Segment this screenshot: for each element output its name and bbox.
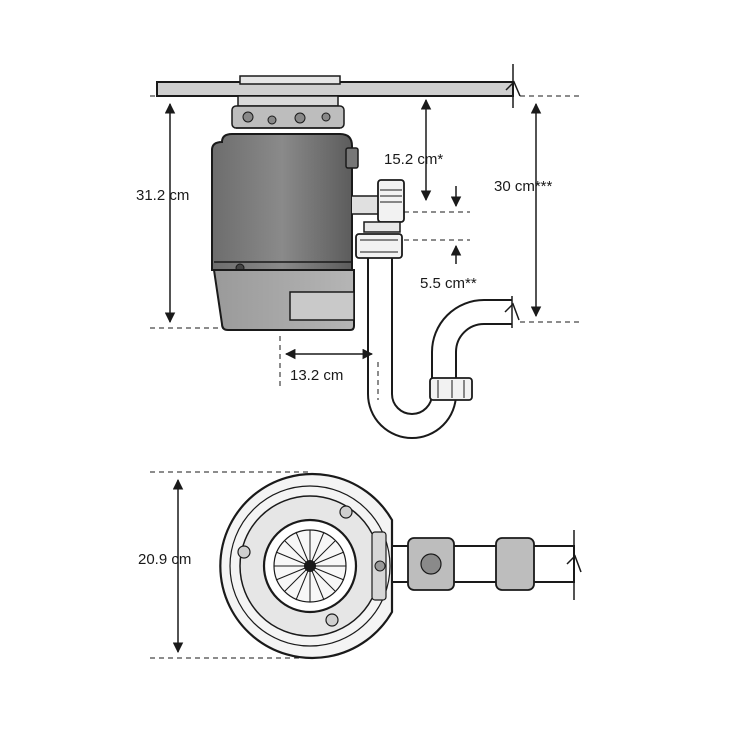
grinding-baffle	[262, 518, 358, 614]
dim-outlet-offset-label: 13.2 cm	[290, 367, 343, 384]
dim-inlet-to-outlet: 5.5 cm**	[404, 239, 477, 292]
dishwasher-inlet	[352, 179, 405, 223]
dim-top-to-inlet-label: 15.2 cm*	[384, 151, 443, 168]
dim-top-to-inlet: 15.2 cm*	[384, 98, 470, 213]
mounting-assembly	[231, 95, 345, 129]
discharge-pipe-top	[391, 530, 582, 600]
dim-trap-height: 30 cm***	[494, 95, 580, 323]
discharge-pipe	[355, 221, 520, 439]
dim-inlet-to-outlet-label: 5.5 cm**	[420, 275, 477, 292]
dim-unit-height-label: 31.2 cm	[136, 187, 189, 204]
disposer-base	[212, 269, 355, 331]
dim-unit-diameter: 20.9 cm	[138, 471, 310, 659]
dim-unit-diameter-label: 20.9 cm	[138, 551, 191, 568]
dim-unit-height: 31.2 cm	[136, 95, 232, 329]
dim-trap-height-label: 30 cm***	[494, 178, 553, 195]
top-view: 20.9 cm	[138, 471, 582, 660]
sink-countertop	[156, 64, 521, 108]
disposer-body	[211, 133, 359, 273]
side-view: 31.2 cm 15.2 cm* 5.5 cm** 30 cm***	[136, 64, 580, 439]
dim-outlet-offset: 13.2 cm	[279, 336, 379, 400]
